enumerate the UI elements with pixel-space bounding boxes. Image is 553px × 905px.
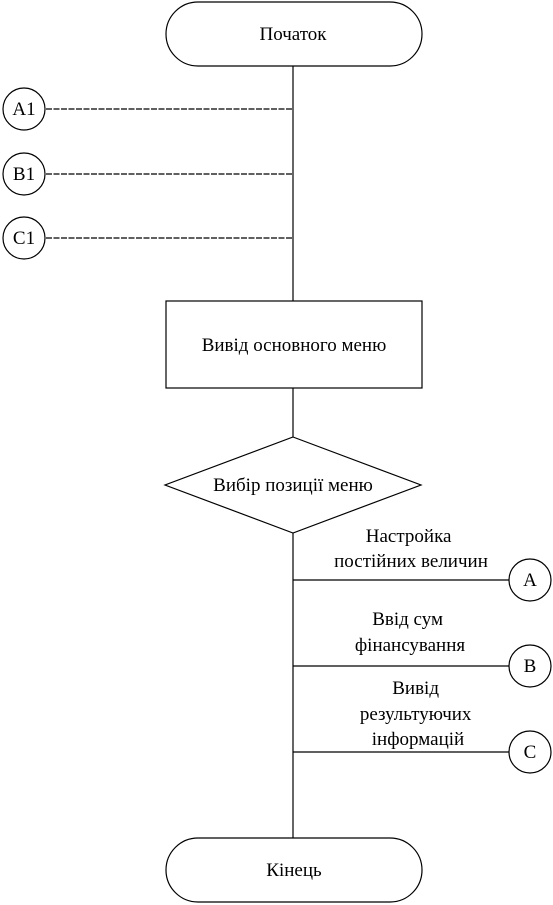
start-terminator: Початок [165, 1, 423, 67]
branch-a: Настройка постійних величин A [293, 526, 552, 602]
end-shape [165, 837, 423, 903]
branch-c: Вивід результуючих інформацій C [293, 678, 552, 774]
connector-a1-label: A1 [12, 99, 35, 120]
start-shape [165, 1, 423, 67]
branch-b-label-line-2: фінансування [355, 635, 466, 656]
connector-c1-circle [2, 216, 46, 260]
process-shape [165, 300, 423, 389]
branch-a-label-line-1: Настройка [366, 526, 452, 547]
connector-a-circle [508, 558, 552, 602]
decision-shape [163, 436, 423, 534]
branch-a-label-line-2: постійних величин [334, 551, 488, 572]
branch-b-label-line-1: Ввід сум [372, 609, 443, 630]
process-label: Вивід основного меню [202, 335, 387, 356]
connector-b1-circle [2, 152, 46, 196]
connector-b-circle [508, 644, 552, 688]
entry-connector-a1: A1 [2, 87, 293, 131]
connector-a-label: A [523, 570, 537, 591]
branch-c-label-line-1: Вивід [392, 678, 439, 699]
connector-c1-label: C1 [13, 228, 35, 249]
branch-b: Ввід сум фінансування B [293, 609, 552, 688]
end-label: Кінець [266, 860, 322, 881]
branch-b-label: Ввід сум фінансування [355, 609, 466, 656]
start-label: Початок [259, 24, 327, 45]
decision-diamond: Вибір позиції меню [163, 436, 423, 534]
connector-c-label: C [524, 742, 537, 763]
connector-a1-circle [2, 87, 46, 131]
process-box: Вивід основного меню [165, 300, 423, 389]
entry-connector-c1: C1 [2, 216, 293, 260]
branch-c-label-line-3: інформацій [372, 729, 464, 750]
connector-c-circle [508, 730, 552, 774]
branch-c-label-line-2: результуючих [360, 704, 472, 725]
connector-b1-label: B1 [13, 164, 35, 185]
branch-a-label: Настройка постійних величин [334, 526, 488, 572]
connector-b-label: B [524, 656, 537, 677]
end-terminator: Кінець [165, 837, 423, 903]
decision-label: Вибір позиції меню [213, 475, 373, 496]
entry-connector-b1: B1 [2, 152, 293, 196]
branch-c-label: Вивід результуючих інформацій [360, 678, 476, 750]
